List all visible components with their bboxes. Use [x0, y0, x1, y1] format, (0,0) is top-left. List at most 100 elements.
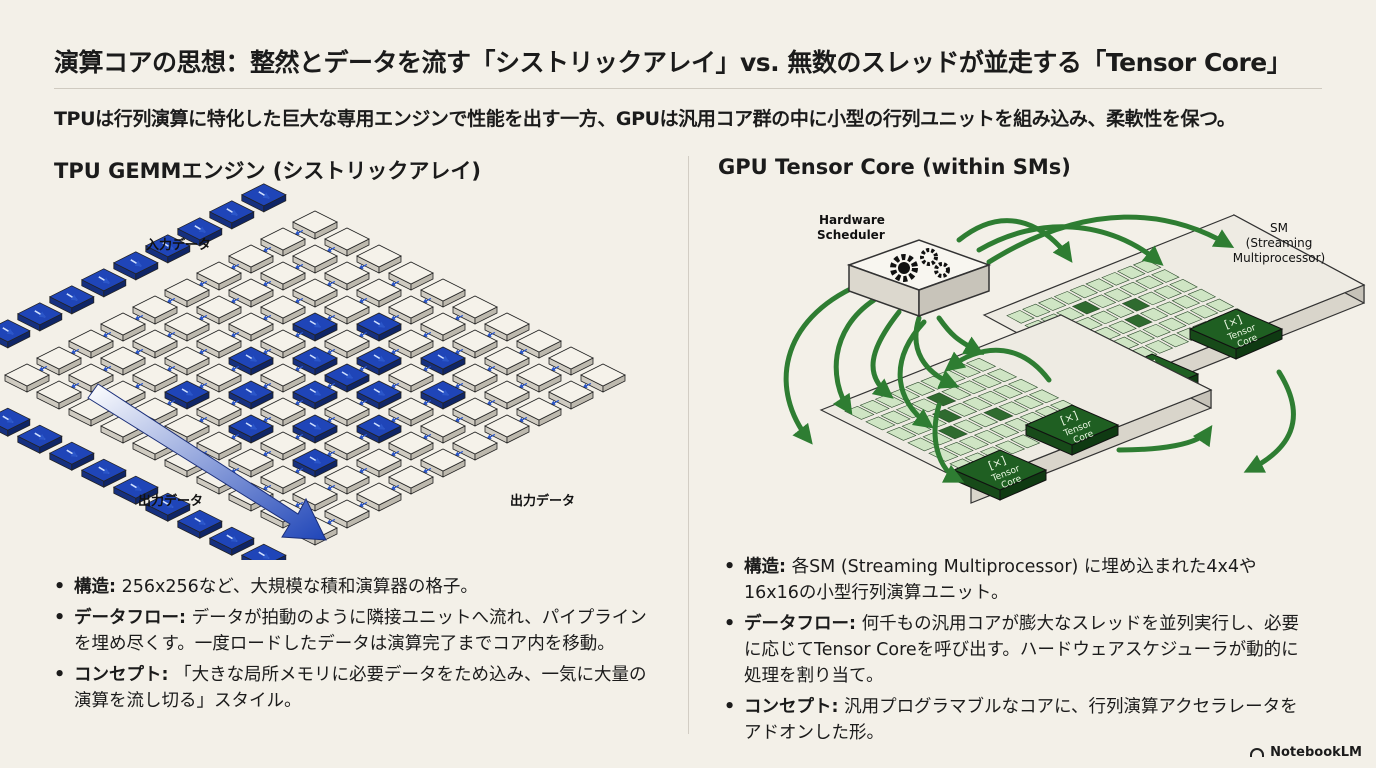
pe-tile — [324, 295, 370, 325]
pe-tile — [132, 363, 178, 393]
pe-tile — [452, 329, 498, 359]
pe-tile — [196, 295, 242, 325]
cuda-core-cell — [1013, 395, 1044, 410]
gpu-scene: [×]TensorCore[×]TensorCore[×]TensorCore[… — [783, 213, 1366, 504]
bullet-term: コンセプト: — [74, 665, 169, 685]
cuda-core-cell — [992, 384, 1023, 399]
gpu-bullet-structure: 構造: 各SM (Streaming Multiprocessor) に埋め込ま… — [724, 554, 1304, 606]
flow-arrow — [230, 331, 240, 338]
tpu-bullet-concept: コンセプト: 「大きな局所メモリに必要データをため込み、一気に大量の演算を流し切… — [54, 662, 654, 714]
flow-arrow — [486, 399, 496, 406]
tensor-core-symbol: [×] — [1222, 313, 1243, 332]
pe-tile — [420, 380, 466, 410]
output-data-tile — [80, 458, 127, 488]
flow-arrow — [262, 416, 272, 423]
cuda-core-cell — [1022, 303, 1051, 318]
systolic-array-grid — [0, 183, 626, 560]
pe-tile — [356, 244, 402, 274]
flow-arrow — [454, 314, 464, 321]
pe-tile — [324, 261, 370, 291]
cuda-core-cell — [956, 380, 987, 395]
cuda-core-cell — [1158, 317, 1187, 332]
flow-arrow — [390, 348, 400, 355]
pe-tile — [484, 312, 530, 342]
flow-arrow — [326, 348, 336, 355]
flow-arrow — [134, 348, 144, 355]
input-data-tile — [208, 200, 255, 230]
flow-arrow — [390, 416, 400, 423]
flow-arrow — [294, 365, 304, 372]
flow-arrow — [198, 314, 208, 321]
cuda-core-cell — [1103, 288, 1133, 302]
flow-arrow — [486, 365, 496, 372]
cuda-core-cell — [1085, 278, 1114, 292]
output-data-tile — [48, 441, 95, 471]
cuda-core-cell — [989, 423, 1020, 438]
flow-arrow — [390, 484, 400, 491]
dispatch-arrow — [936, 315, 985, 355]
pe-tile — [324, 227, 370, 257]
cuda-core-cell — [1137, 291, 1167, 306]
pe-tile — [548, 346, 594, 376]
flow-arrow — [550, 365, 560, 372]
flow-arrow — [358, 365, 368, 372]
pe-tile — [516, 363, 562, 393]
pe-tile — [324, 465, 370, 495]
input-data-tile — [0, 319, 31, 349]
bullet-text: 「大きな局所メモリに必要データをため込み、一気に大量の演算を流し切る」スタイル。 — [74, 665, 647, 711]
cuda-core-cell — [1105, 304, 1135, 318]
cuda-core-cell — [1119, 281, 1148, 296]
gpu-bullet-list: 構造: 各SM (Streaming Multiprocessor) に埋め込ま… — [724, 554, 1304, 751]
cuda-core-cell — [1135, 275, 1164, 290]
flow-arrow — [422, 365, 432, 372]
flow-arrow — [294, 433, 304, 440]
cuda-core-cell — [1171, 295, 1201, 309]
flow-arrow — [422, 331, 432, 338]
bullet-text: 各SM (Streaming Multiprocessor) に埋め込まれた4x… — [744, 557, 1257, 603]
tpu-bullet-list: 構造: 256x256など、大規模な積和演算器の格子。 データフロー: データが… — [54, 574, 654, 719]
dispatch-arrow — [976, 224, 1164, 266]
cuda-core-cell — [1037, 297, 1067, 311]
pe-tile — [388, 329, 434, 359]
bullet-term: データフロー: — [744, 614, 856, 634]
cuda-core-cell — [1121, 298, 1151, 312]
gear-icon — [890, 248, 950, 282]
input-data-tile — [48, 285, 95, 315]
pe-tile — [292, 312, 338, 342]
flow-arrow — [550, 399, 560, 406]
flow-arrow — [390, 450, 400, 457]
flow-arrow — [262, 348, 272, 355]
pe-tile — [260, 227, 306, 257]
flow-arrow — [134, 382, 144, 389]
flow-arrow — [134, 314, 144, 321]
title-divider — [54, 88, 1322, 89]
cuda-core-cell — [1101, 272, 1130, 286]
flow-arrow — [166, 297, 176, 304]
output-data-tile — [112, 475, 159, 505]
pe-tile — [260, 363, 306, 393]
cuda-core-cell — [968, 413, 999, 428]
output-data-tile — [176, 509, 223, 539]
pe-tile — [228, 312, 274, 342]
pe-tile — [356, 448, 402, 478]
pe-tile — [516, 397, 562, 427]
bullet-text: 汎用プログラマブルなコアに、行列演算アクセラレータをアドオンした形。 — [744, 697, 1298, 743]
flow-arrow — [390, 382, 400, 389]
cuda-core-cell — [1069, 284, 1099, 299]
pe-tile — [36, 346, 82, 376]
flow-arrow — [326, 280, 336, 287]
pe-tile — [100, 312, 146, 342]
cuda-core-cell — [905, 381, 936, 396]
pe-tile — [324, 329, 370, 359]
pe-tile — [292, 346, 338, 376]
gpu-bullet-concept: コンセプト: 汎用プログラマブルなコアに、行列演算アクセラレータをアドオンした形… — [724, 694, 1304, 746]
cuda-core-cell — [994, 440, 1026, 455]
pe-tile — [228, 414, 274, 444]
cuda-core-cell — [1006, 310, 1035, 324]
cuda-core-cell — [1071, 300, 1101, 315]
tpu-bullet-structure: 構造: 256x256など、大規模な積和演算器の格子。 — [54, 574, 654, 600]
cuda-core-cell — [962, 396, 993, 411]
flow-arrow — [518, 348, 528, 355]
cuda-core-cell — [1155, 301, 1185, 315]
